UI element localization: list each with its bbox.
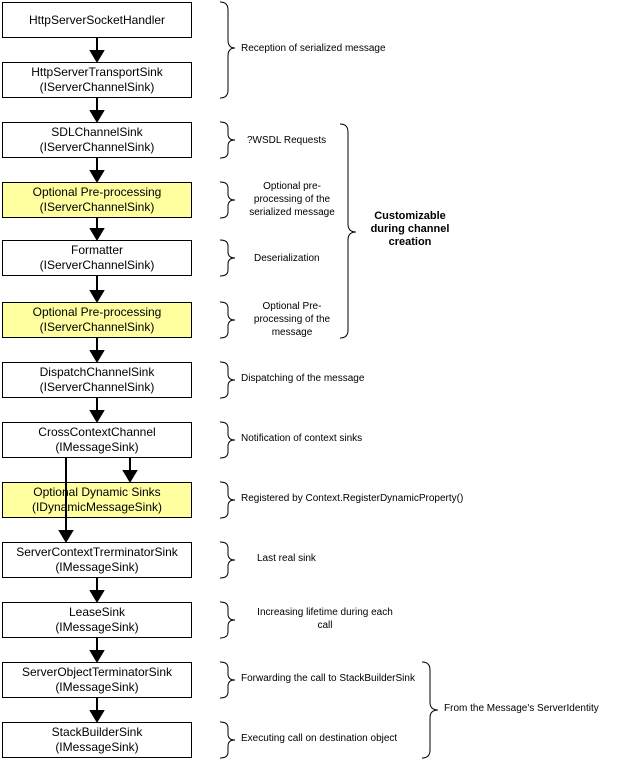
note-line: Optional pre- [263,181,321,192]
note-customizable: Customizable during channel creation [360,210,460,249]
box-label: ServerContextTrerminatorSink [16,545,178,559]
note-line: Customizable [374,210,446,222]
box-http-server-transport-sink: HttpServerTransportSink (IServerChannelS… [2,62,192,98]
brace-executing [219,721,236,759]
arrow-7-head [89,410,105,423]
brace-registered [219,481,236,519]
brace-preproc1 [219,181,236,219]
box-label: HttpServerSocketHandler [28,12,166,27]
note-line: message [271,327,313,338]
box-interface: (IServerChannelSink) [39,200,155,214]
brace-notification [219,421,236,459]
arrow-11-head [89,650,105,663]
box-label: CrossContextChannel [38,425,156,439]
note-lifetime: Increasing lifetime during each call [240,606,410,632]
note-line: Increasing lifetime during each [257,607,393,618]
note-line: Optional Pre- [262,301,322,312]
brace-last-real [219,541,236,579]
note-line: processing of the [253,314,331,325]
box-label: Optional Pre-processing [32,305,162,319]
note-preproc1: Optional pre- processing of the serializ… [240,180,344,219]
note-reception: Reception of serialized message [241,43,386,54]
brace-forwarding [219,661,236,699]
arrow-3-head [89,170,105,183]
note-deserialization: Deserialization [254,253,320,264]
arrow-1-head [89,50,105,63]
note-wsdl: ?WSDL Requests [247,135,327,146]
note-line: creation [388,236,432,248]
box-label: Optional Pre-processing [32,185,162,199]
box-interface: (IServerChannelSink) [39,140,155,154]
box-interface: (IMessageSink) [55,740,139,754]
note-line: processing of the [253,194,331,205]
brace-wsdl [219,121,236,159]
note-notification: Notification of context sinks [241,433,363,444]
box-interface: (IServerChannelSink) [39,380,155,394]
box-label: ServerObjectTerminatorSink [21,665,173,679]
brace-server-identity [421,661,439,759]
arrow-4-head [89,228,105,241]
box-interface: (IServerChannelSink) [39,80,155,94]
box-server-object-terminator-sink: ServerObjectTerminatorSink (IMessageSink… [2,662,192,698]
box-formatter: Formatter (IServerChannelSink) [2,240,192,276]
box-sdl-channel-sink: SDLChannelSink (IServerChannelSink) [2,122,192,158]
box-label: StackBuilderSink [51,725,143,739]
brace-preproc2 [219,301,236,339]
box-interface: (IServerChannelSink) [39,258,155,272]
box-interface: (IServerChannelSink) [39,320,155,334]
box-interface: (IDynamicMessageSink) [31,500,163,514]
note-dispatching: Dispatching of the message [241,373,365,384]
box-server-context-terminator-sink: ServerContextTrerminatorSink (IMessageSi… [2,542,192,578]
box-cross-context-channel: CrossContextChannel (IMessageSink) [2,422,192,458]
box-label: HttpServerTransportSink [31,65,163,79]
box-label: Formatter [70,243,123,257]
box-label: Optional Dynamic Sinks [33,485,161,499]
box-label: DispatchChannelSink [39,365,155,379]
arrow-2-head [89,110,105,123]
box-optional-preprocessing-2: Optional Pre-processing (IServerChannelS… [2,302,192,338]
arrow-5-head [89,290,105,303]
box-stack-builder-sink: StackBuilderSink (IMessageSink) [2,722,192,758]
box-interface: (IMessageSink) [55,560,139,574]
arrow-8a-head [122,470,138,483]
note-registered: Registered by Context.RegisterDynamicPro… [241,493,464,504]
box-dispatch-channel-sink: DispatchChannelSink (IServerChannelSink) [2,362,192,398]
note-last-real: Last real sink [257,553,316,564]
arrow-8b-head [58,530,74,543]
arrow-12-head [89,710,105,723]
box-lease-sink: LeaseSink (IMessageSink) [2,602,192,638]
note-line: serialized message [249,207,335,218]
brace-dispatching [219,361,236,399]
note-forwarding: Forwarding the call to StackBuilderSink [241,673,415,684]
note-executing: Executing call on destination object [241,733,398,744]
box-label: SDLChannelSink [51,125,143,139]
brace-deserialization [219,239,236,277]
box-interface: (IMessageSink) [55,620,139,634]
note-server-identity: From the Message's ServerIdentity [444,703,599,714]
box-interface: (IMessageSink) [55,680,139,694]
arrow-6-head [89,350,105,363]
box-optional-dynamic-sinks: Optional Dynamic Sinks (IDynamicMessageS… [2,482,192,518]
note-line: call [317,620,333,631]
box-http-server-socket-handler: HttpServerSocketHandler [2,2,192,38]
note-line: during channel [370,223,450,235]
note-preproc2: Optional Pre- processing of the message [240,300,344,339]
brace-lifetime [219,601,236,639]
brace-reception [219,1,236,99]
arrow-10-head [89,590,105,603]
box-interface: (IMessageSink) [55,440,139,454]
box-optional-preprocessing-1: Optional Pre-processing (IServerChannelS… [2,182,192,218]
box-label: LeaseSink [68,605,126,619]
